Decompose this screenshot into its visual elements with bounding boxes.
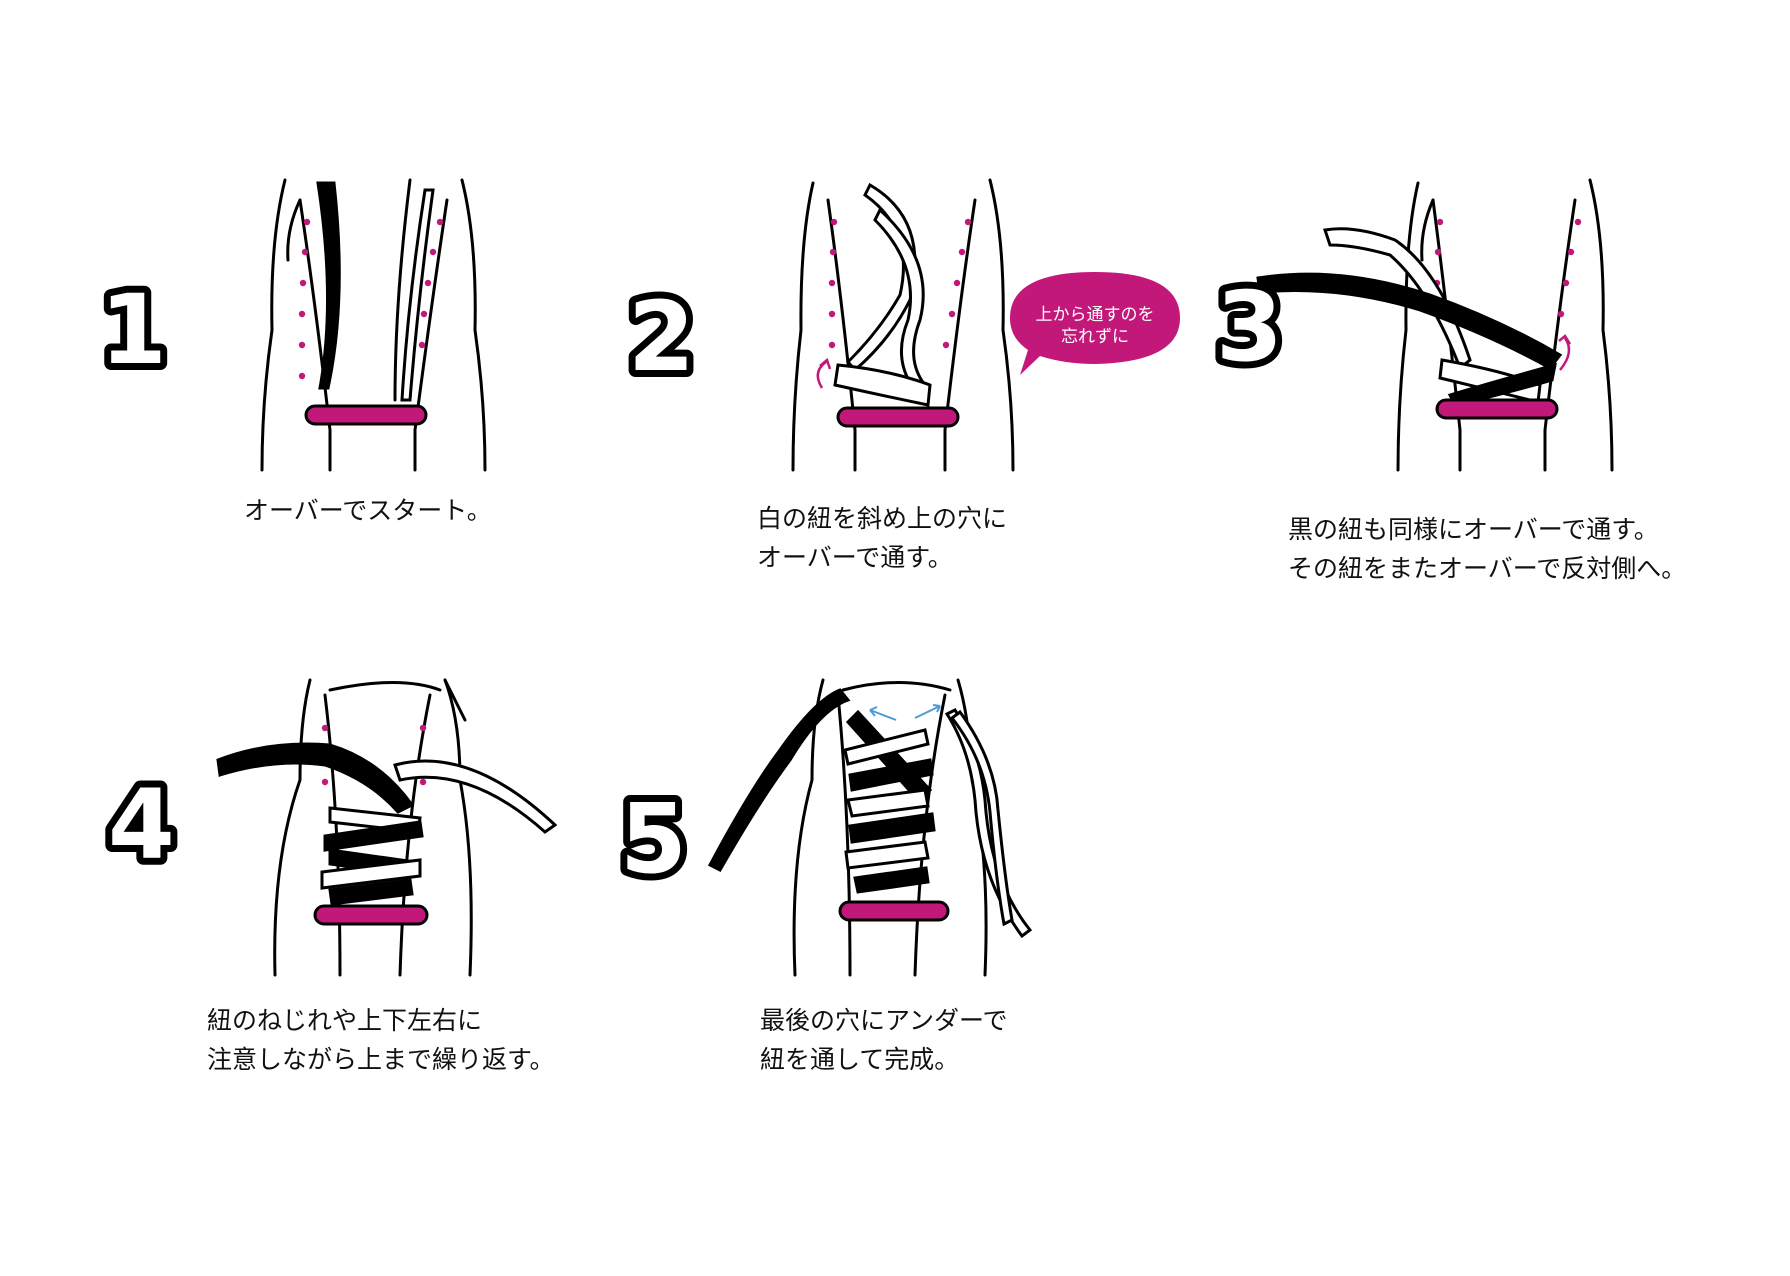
step-3-illustration (1256, 178, 1614, 472)
step-1-caption: オーバーでスタート。 (244, 496, 492, 525)
step-3-caption: 黒の紐も同様にオーバーで通す。 その紐をまたオーバーで反対側へ。 (1288, 515, 1687, 583)
step-4-illustration (216, 678, 558, 977)
step-5-caption: 最後の穴にアンダーで 紐を通して完成。 (760, 1006, 1008, 1074)
step-1-number: 1 (100, 274, 167, 386)
step-2-illustration (791, 178, 1015, 472)
step-4-number: 4 (108, 769, 175, 881)
callout-line-1: 上から通すのを (1036, 305, 1155, 325)
step-1-illustration (260, 178, 487, 472)
step-4-caption: 紐のねじれや上下左右に 注意しながら上まで繰り返す。 (207, 1006, 555, 1074)
step-2-caption: 白の紐を斜め上の穴に オーバーで通す。 (757, 504, 1008, 572)
callout-bubble: 上から通すのを 忘れずに (1010, 272, 1180, 375)
step-2-number: 2 (628, 281, 695, 393)
step-5-number: 5 (620, 783, 687, 895)
step-5-illustration (707, 678, 1033, 977)
step-3-number: 3 (1216, 271, 1283, 383)
callout-line-2: 忘れずに (1061, 327, 1129, 347)
